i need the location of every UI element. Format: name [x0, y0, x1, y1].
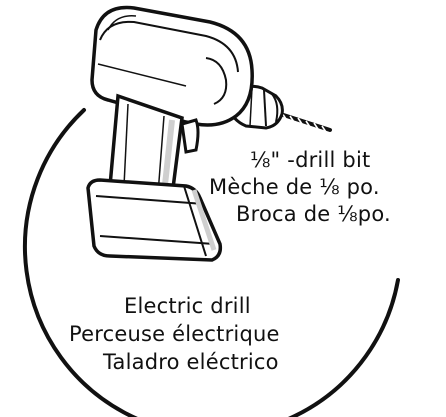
electric-drill-label-fr: Perceuse électrique [69, 322, 280, 346]
drill-bit-label-en: ⅛" -drill bit [250, 148, 371, 172]
drill-trigger [180, 118, 200, 154]
drill-handle [108, 93, 184, 199]
drill-battery [86, 178, 223, 262]
drill-bit-label-es: Broca de ⅛po. [236, 202, 391, 226]
drill-body [90, 5, 254, 127]
electric-drill-label-es: Taladro eléctrico [103, 350, 279, 374]
electric-drill-label-en: Electric drill [124, 294, 251, 318]
frame-circle-arc [23, 108, 400, 417]
drill-bit-label-fr: Mèche de ⅛ po. [209, 175, 380, 199]
